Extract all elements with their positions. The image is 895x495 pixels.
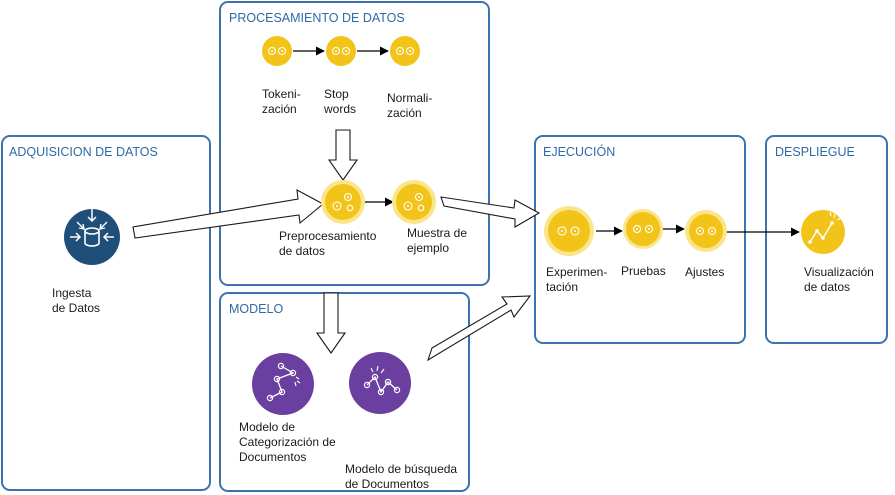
busqueda-graph-network-icon: [349, 352, 411, 414]
label-visualizacion-line: Visualización: [804, 265, 874, 279]
stopwords-gears-icon: [326, 36, 356, 66]
arrow-muestra-to-ejecucion: [440, 196, 541, 228]
tokenizacion-gears-icon: [262, 36, 292, 66]
label-muestra-line: ejemplo: [407, 241, 449, 255]
arrow-modelo-to-ejecucion: [427, 295, 532, 362]
label-preprocesamiento-line: de datos: [279, 244, 325, 258]
panel-title-adquisicion: ADQUISICION DE DATOS: [9, 145, 158, 159]
label-muestra-line: Muestra de: [407, 226, 467, 240]
arrow-ingesta-to-preprocesamiento: [132, 189, 324, 239]
label-ingesta-line: Ingesta: [52, 286, 92, 300]
panel-adquisicion: ADQUISICION DE DATOS: [1, 135, 211, 491]
panel-title-procesamiento: PROCESAMIENTO DE DATOS: [229, 11, 405, 25]
chart-line-icon: [801, 210, 845, 254]
panel-title-ejecucion: EJECUCIÓN: [543, 144, 615, 159]
arrow-procesamiento-to-modelo: [315, 292, 347, 354]
experimentacion-gears-icon: [544, 206, 594, 256]
label-categorizacion-line: Modelo de: [239, 420, 295, 434]
label-normalizacion-line: Normali-: [387, 91, 432, 105]
database-inflow-icon: [64, 209, 120, 265]
label-normalizacion-line: zación: [387, 106, 422, 120]
arrow-stopwords-to-preprocesamiento: [327, 129, 359, 181]
label-experimentacion-line: tación: [546, 280, 578, 294]
label-stopwords-line: words: [323, 102, 356, 116]
label-experimentacion-line: Experimen-: [546, 265, 607, 279]
label-categorizacion-line: Documentos: [239, 450, 306, 464]
ajustes-gears-icon: [685, 210, 727, 252]
normalizacion-gears-icon: [390, 36, 420, 66]
label-preprocesamiento-line: Preprocesamiento: [279, 229, 377, 243]
label-ajustes: Ajustes: [685, 265, 724, 279]
label-busqueda-line: Modelo de búsqueda: [345, 462, 457, 476]
label-tokenizacion-line: zación: [262, 102, 297, 116]
label-visualizacion-line: de datos: [804, 280, 850, 294]
panel-title-modelo: MODELO: [229, 302, 283, 316]
pruebas-gears-icon: [623, 209, 663, 249]
label-tokenizacion-line: Tokeni-: [262, 87, 301, 101]
label-ajustes-line: Ajustes: [685, 265, 724, 279]
label-categorizacion-line: Categorización de: [239, 435, 336, 449]
label-pruebas-line: Pruebas: [621, 264, 666, 278]
label-busqueda-line: de Documentos: [345, 477, 429, 491]
panel-title-despliegue: DESPLIEGUE: [775, 145, 855, 159]
label-ingesta-line: de Datos: [52, 301, 100, 315]
label-pruebas: Pruebas: [621, 264, 666, 278]
label-stopwords-line: Stop: [324, 87, 349, 101]
label-tokenizacion: Tokeni-zación: [262, 87, 301, 116]
label-normalizacion: Normali-zación: [387, 91, 432, 120]
categorizacion-graph-network-icon: [252, 353, 314, 415]
panel-modelo: MODELO: [219, 292, 470, 492]
preprocesamiento-gears-icon: [321, 180, 365, 224]
muestra-gears-icon: [392, 180, 436, 224]
label-experimentacion: Experimen-tación: [546, 265, 607, 294]
